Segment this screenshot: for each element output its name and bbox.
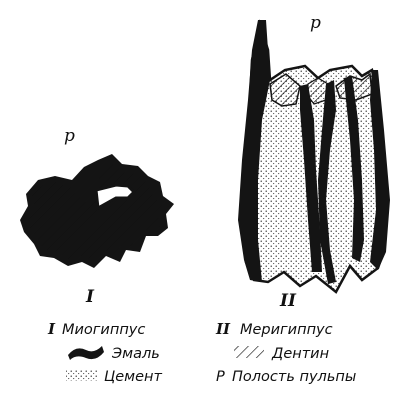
dentin-swatch [234,346,264,358]
legend-miohippus-text: Миогиппус [62,322,145,338]
legend-pulp-letter: P [216,369,225,385]
tooth-merychippus-drawing [238,20,390,292]
legend-merychippus-text: Меригиппус [240,322,333,338]
legend-cement-text: Цемент [104,369,163,385]
tooth-2-numeral: II [279,291,297,311]
legend-enamel-text: Эмаль [111,346,160,362]
legend-pulp-text: Полость пульпы [232,369,356,385]
tooth-2-pulp-label: p [310,13,321,33]
legend-miohippus-numeral: I [47,320,56,338]
merychippus-crown-dentin-center [308,78,328,104]
legend-dentin-text: Дентин [271,346,329,362]
legend-merychippus-numeral: II [215,320,231,338]
tooth-1-pulp-label: p [64,126,75,146]
tooth-miohippus-drawing [20,154,174,268]
enamel-swatch [68,346,104,360]
cement-swatch [66,370,98,381]
tooth-1-numeral: I [85,287,95,307]
